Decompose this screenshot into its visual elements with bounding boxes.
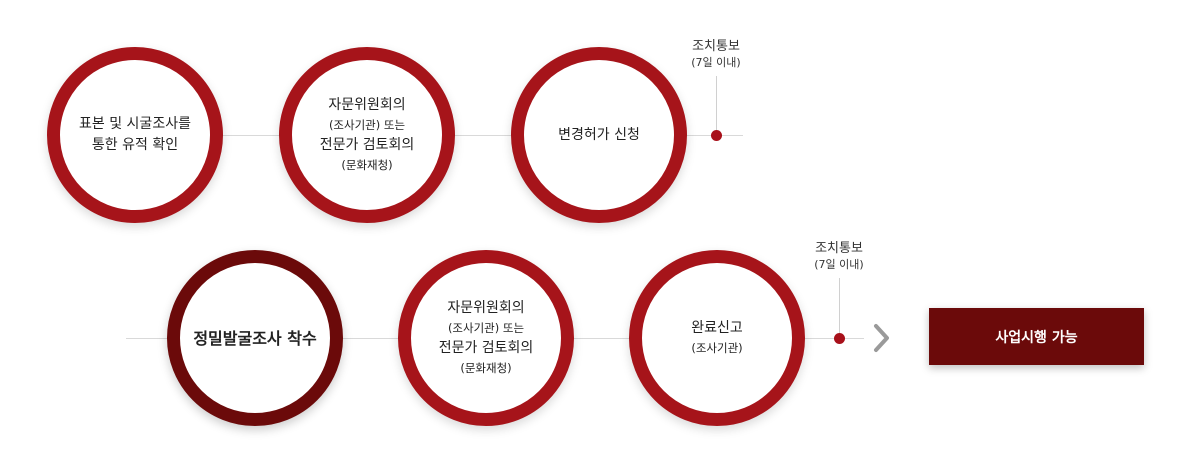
row2-notice-line (839, 278, 840, 338)
row1-step2-line1: 자문위원회의 (328, 97, 406, 113)
row1-step2-circle: 자문위원회의 (조사기관) 또는 전문가 검토회의 (문화재청) (279, 47, 455, 223)
row2-step1-line1: 정밀발굴조사 착수 (193, 328, 317, 348)
row2-step3-circle: 완료신고 (조사기관) (629, 250, 805, 426)
row1-step2-line2: (조사기관) 또는 (328, 118, 406, 132)
row2-notice-title: 조치통보 (815, 241, 863, 256)
row1-step1-line2: 통한 유적 확인 (91, 137, 179, 153)
row1-step2-line4: (문화재청) (341, 158, 393, 172)
result-box: 사업시행 가능 (929, 308, 1144, 365)
row2-step2-line1: 자문위원회의 (447, 300, 525, 316)
row1-step1-line1: 표본 및 시굴조사를 (79, 116, 191, 132)
row1-step2-line3: 전문가 검토회의 (319, 137, 415, 153)
row1-notice-dot (711, 130, 722, 141)
row2-notice-dot (834, 333, 845, 344)
chevron-right-icon (874, 324, 889, 352)
row1-step3-circle: 변경허가 신청 (511, 47, 687, 223)
row2-step2-line2: (조사기관) 또는 (447, 321, 525, 335)
row2-notice-sub: (7일 이내) (814, 258, 864, 271)
row2-step2-line4: (문화재청) (460, 361, 512, 375)
row2-step1-circle: 정밀발굴조사 착수 (167, 250, 343, 426)
row2-step3-line2: (조사기관) (691, 341, 743, 355)
row1-notice-line (716, 76, 717, 135)
row2-step2-circle: 자문위원회의 (조사기관) 또는 전문가 검토회의 (문화재청) (398, 250, 574, 426)
row2-step3-line1: 완료신고 (691, 320, 743, 336)
row2-step2-line3: 전문가 검토회의 (438, 340, 534, 356)
row1-notice: 조치통보 (7일 이내) (676, 38, 756, 70)
row1-notice-sub: (7일 이내) (691, 56, 741, 69)
row1-step3-line1: 변경허가 신청 (558, 126, 640, 143)
row1-step1-circle: 표본 및 시굴조사를 통한 유적 확인 (47, 47, 223, 223)
result-label: 사업시행 가능 (995, 329, 1078, 346)
row2-notice: 조치통보 (7일 이내) (799, 240, 879, 272)
row1-notice-title: 조치통보 (692, 39, 740, 54)
